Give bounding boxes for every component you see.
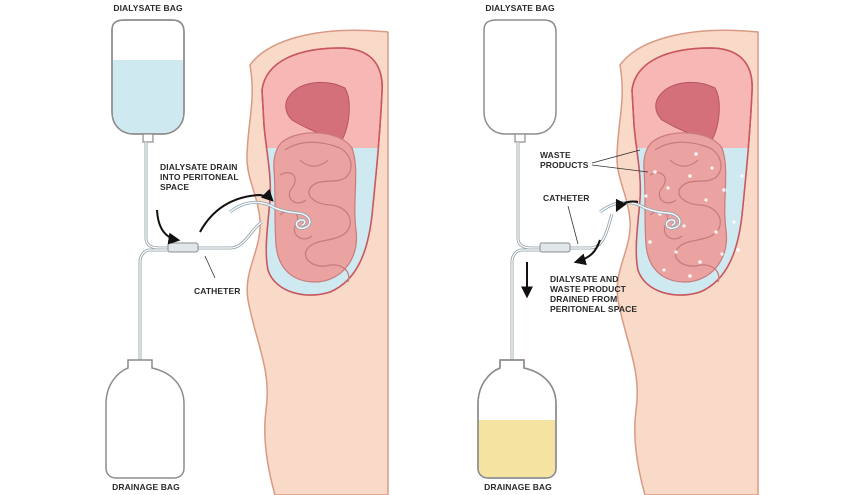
catheter-connector-right [539, 242, 571, 253]
catheter-label-right: CATHETER [543, 193, 589, 203]
drain-note-right: DIALYSATE AND WASTE PRODUCT DRAINED FROM… [550, 274, 637, 314]
drainage-fluid-right [479, 420, 555, 477]
bottom-bag-label-left: DRAINAGE BAG [112, 482, 180, 492]
right-panel: DIALYSATE BAG DRAINAGE BAG WASTE PRODUCT… [477, 3, 759, 495]
catheter-connector-left [167, 242, 199, 253]
catheter-label-left: CATHETER [194, 286, 240, 296]
flow-arrow-back-right [573, 239, 601, 266]
tubing-bottom-left [138, 248, 175, 360]
flow-note-left: DIALYSATE DRAIN INTO PERITONEAL SPACE [160, 162, 241, 192]
left-panel: DIALYSATE BAG DRAINAGE BAG DIALYSATE DRA… [105, 3, 389, 495]
bottom-bag-label-right: DRAINAGE BAG [484, 482, 552, 492]
drainage-bag-left [105, 359, 185, 479]
tubing-bottom-right [510, 248, 545, 360]
top-bag-label-left: DIALYSATE BAG [113, 3, 183, 13]
intestines-left [273, 132, 358, 283]
waste-particles [644, 152, 744, 278]
dialysate-bag-right [483, 19, 557, 135]
flow-arrow-out-right [615, 198, 639, 213]
top-bag-label-right: DIALYSATE BAG [485, 3, 555, 13]
flow-arrow-in-left [199, 188, 274, 233]
flow-arrow-down-left [156, 209, 181, 245]
waste-products-label: WASTE PRODUCTS [540, 150, 589, 170]
intestines-right [643, 132, 728, 283]
dialysate-fluid-left [113, 60, 183, 133]
